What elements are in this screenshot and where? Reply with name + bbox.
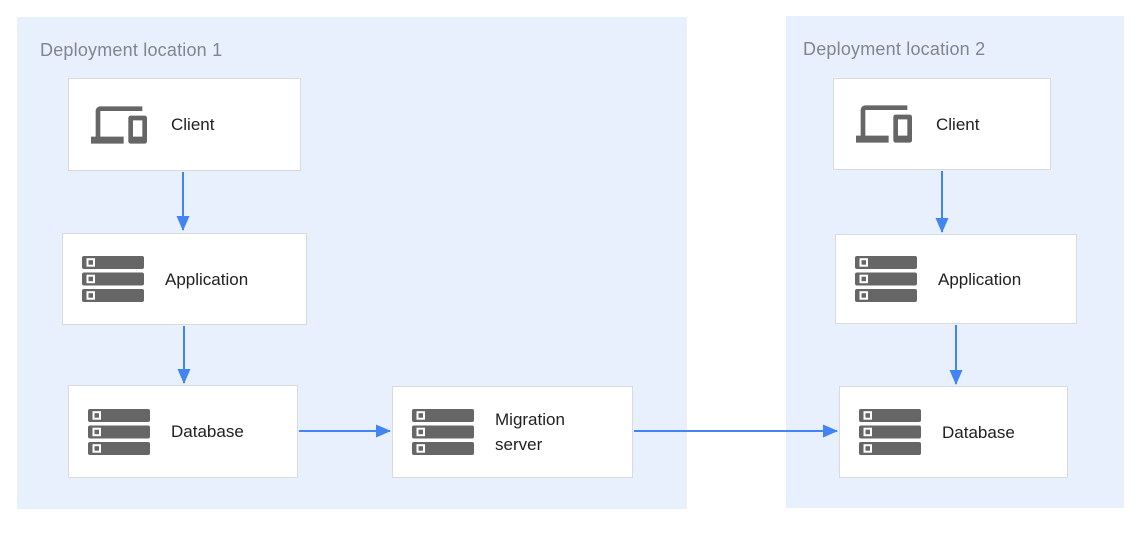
node-label: Database	[171, 422, 244, 441]
deployment-location-2-label: Deployment location 2	[803, 39, 986, 59]
node-label: Migration server	[495, 410, 565, 454]
node-label: Database	[942, 422, 1015, 442]
node-application-1: Application	[62, 233, 307, 325]
deployment-location-1-label: Deployment location 1	[40, 40, 223, 60]
node-label: Client	[171, 115, 215, 134]
node-application-2: Application	[835, 234, 1077, 324]
node-label: Application	[938, 269, 1022, 289]
node-client-2: Client	[833, 78, 1051, 170]
node-migration-server: Migration server	[392, 386, 633, 478]
node-database-1: Database	[68, 385, 298, 478]
node-label: Application	[165, 269, 249, 289]
server-stack-icon	[853, 256, 919, 302]
devices-icon	[86, 104, 152, 146]
server-stack-icon	[80, 256, 146, 302]
server-stack-icon	[86, 408, 152, 455]
server-stack-icon	[410, 409, 476, 455]
devices-icon	[851, 103, 917, 145]
node-client-1: Client	[68, 78, 301, 171]
node-label: Client	[936, 114, 980, 134]
node-database-2: Database	[839, 386, 1068, 478]
server-stack-icon	[857, 409, 923, 455]
